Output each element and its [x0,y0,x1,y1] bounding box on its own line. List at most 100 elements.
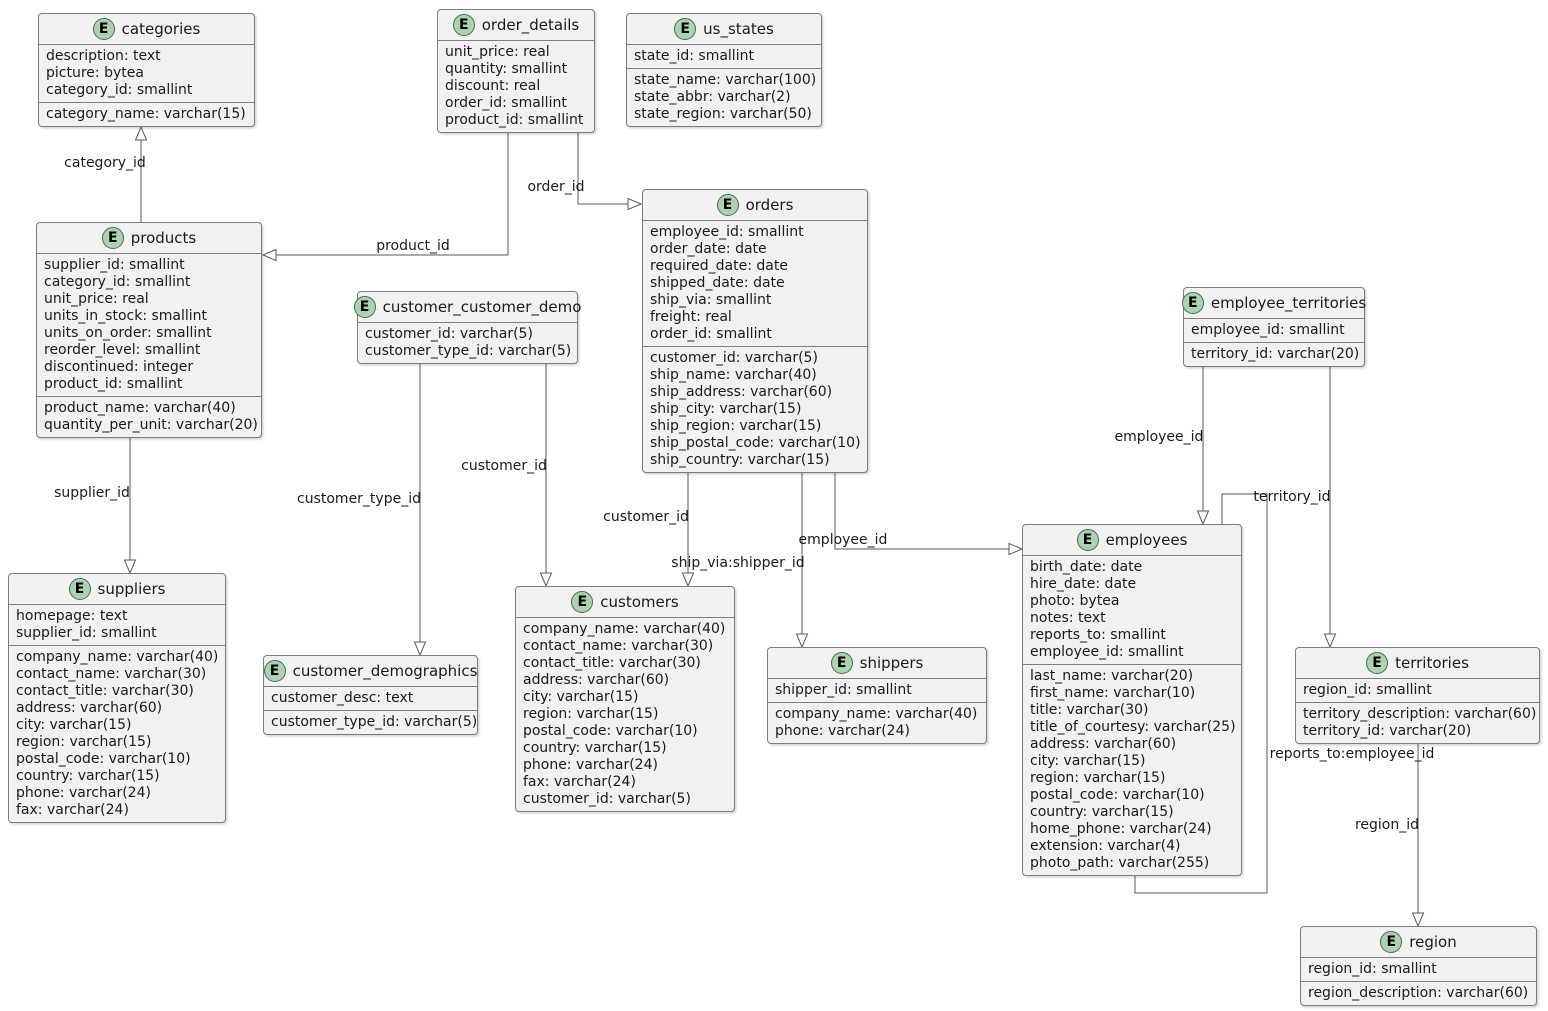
arrowhead-icon [539,572,553,588]
entity-section: product_name: varchar(40)quantity_per_un… [37,396,261,437]
entity-field: phone: varchar(24) [523,757,658,773]
entity-field: shipper_id: smallint [775,682,912,698]
entity-field: region: varchar(15) [523,706,659,722]
entity-title: territories [1395,654,1469,672]
entity-field: extension: varchar(4) [1030,838,1181,854]
entity-field: contact_title: varchar(30) [16,683,194,699]
entity-title: region [1409,933,1457,951]
entity-title: customers [600,593,679,611]
arrowhead-icon [1411,912,1425,928]
entity-section: company_name: varchar(40)contact_name: v… [516,617,734,811]
arrowhead-icon [681,572,695,588]
entity-field: region_description: varchar(60) [1308,985,1529,1001]
entity-section: customer_id: varchar(5)customer_type_id:… [358,322,577,363]
entity-field: state_region: varchar(50) [634,106,812,122]
entity-badge-icon: E [452,14,475,36]
entity-field: order_id: smallint [445,95,567,111]
entity-field: description: text [46,48,161,64]
entity-badge-icon: E [830,652,853,674]
entity-field: order_id: smallint [650,326,772,342]
entity-field: contact_title: varchar(30) [523,655,701,671]
entity-field: postal_code: varchar(10) [16,751,191,767]
entity-title: order_details [481,16,580,34]
entity-field: state_abbr: varchar(2) [634,89,791,105]
entity-title: categories [121,20,201,38]
entity-field: postal_code: varchar(10) [523,723,698,739]
entity-field: address: varchar(60) [16,700,163,716]
entity-field: hire_date: date [1030,576,1137,592]
entity-field: city: varchar(15) [523,689,639,705]
entity-section: territory_description: varchar(60)territ… [1296,702,1539,743]
entity-field: title: varchar(30) [1030,702,1149,718]
entity-title: orders [745,196,794,214]
entity-field: address: varchar(60) [1030,736,1177,752]
entity-field: category_id: smallint [46,82,193,98]
entity-field: product_id: smallint [445,112,584,128]
entity-field: territory_description: varchar(60) [1303,706,1537,722]
entity-field: country: varchar(15) [16,768,160,784]
entity-field: order_date: date [650,241,767,257]
entity-section: customer_desc: text [264,686,477,710]
entity-badge-icon: E [1380,931,1403,953]
entity-field: territory_id: varchar(20) [1303,723,1472,739]
entity-field: ship_city: varchar(15) [650,401,802,417]
entity-field: home_phone: varchar(24) [1030,821,1212,837]
entity-field: country: varchar(15) [523,740,667,756]
edge-orders-employees [834,464,1009,550]
entity-section: category_name: varchar(15) [39,102,254,126]
edge-label-employee_territories-employees: employee_id [1114,429,1204,445]
entity-section: last_name: varchar(20)first_name: varcha… [1023,664,1241,875]
entity-field: required_date: date [650,258,788,274]
edge-label-products-suppliers: supplier_id [54,485,130,501]
entity-field: company_name: varchar(40) [775,706,978,722]
entity-field: company_name: varchar(40) [523,621,726,637]
entity-field: customer_id: varchar(5) [523,791,691,807]
edge-label-territories-region: region_id [1354,817,1420,833]
arrowhead-icon [1323,633,1337,649]
entity-field: homepage: text [16,608,128,624]
entity-field: picture: bytea [46,65,144,81]
entity-field: reports_to: smallint [1030,627,1166,643]
entity-field: ship_via: smallint [650,292,772,308]
entity-field: product_id: smallint [44,376,183,392]
entity-field: last_name: varchar(20) [1030,668,1194,684]
entity-section: state_name: varchar(100)state_abbr: varc… [627,68,821,126]
entity-field: employee_id: smallint [1030,644,1184,660]
entity-field: reorder_level: smallint [44,342,201,358]
entity-field: product_name: varchar(40) [44,400,236,416]
arrowhead-icon [795,633,809,649]
entity-field: discount: real [445,78,541,94]
entity-badge-icon: E [674,18,697,40]
entity-title: us_states [703,20,774,38]
arrowhead-icon [627,197,643,211]
edge-label-orders-employees: employee_id [798,532,888,548]
entity-field: customer_type_id: varchar(5) [271,714,478,730]
entity-field: unit_price: real [445,44,550,60]
entity-field: region: varchar(15) [1030,770,1166,786]
arrowhead-icon [1196,510,1210,526]
entity-field: city: varchar(15) [16,717,132,733]
entity-field: quantity: smallint [445,61,568,77]
entity-section: customer_id: varchar(5)ship_name: varcha… [643,346,867,472]
entity-section: employee_id: smallint [1184,318,1364,342]
entity-badge-icon: E [68,578,91,600]
